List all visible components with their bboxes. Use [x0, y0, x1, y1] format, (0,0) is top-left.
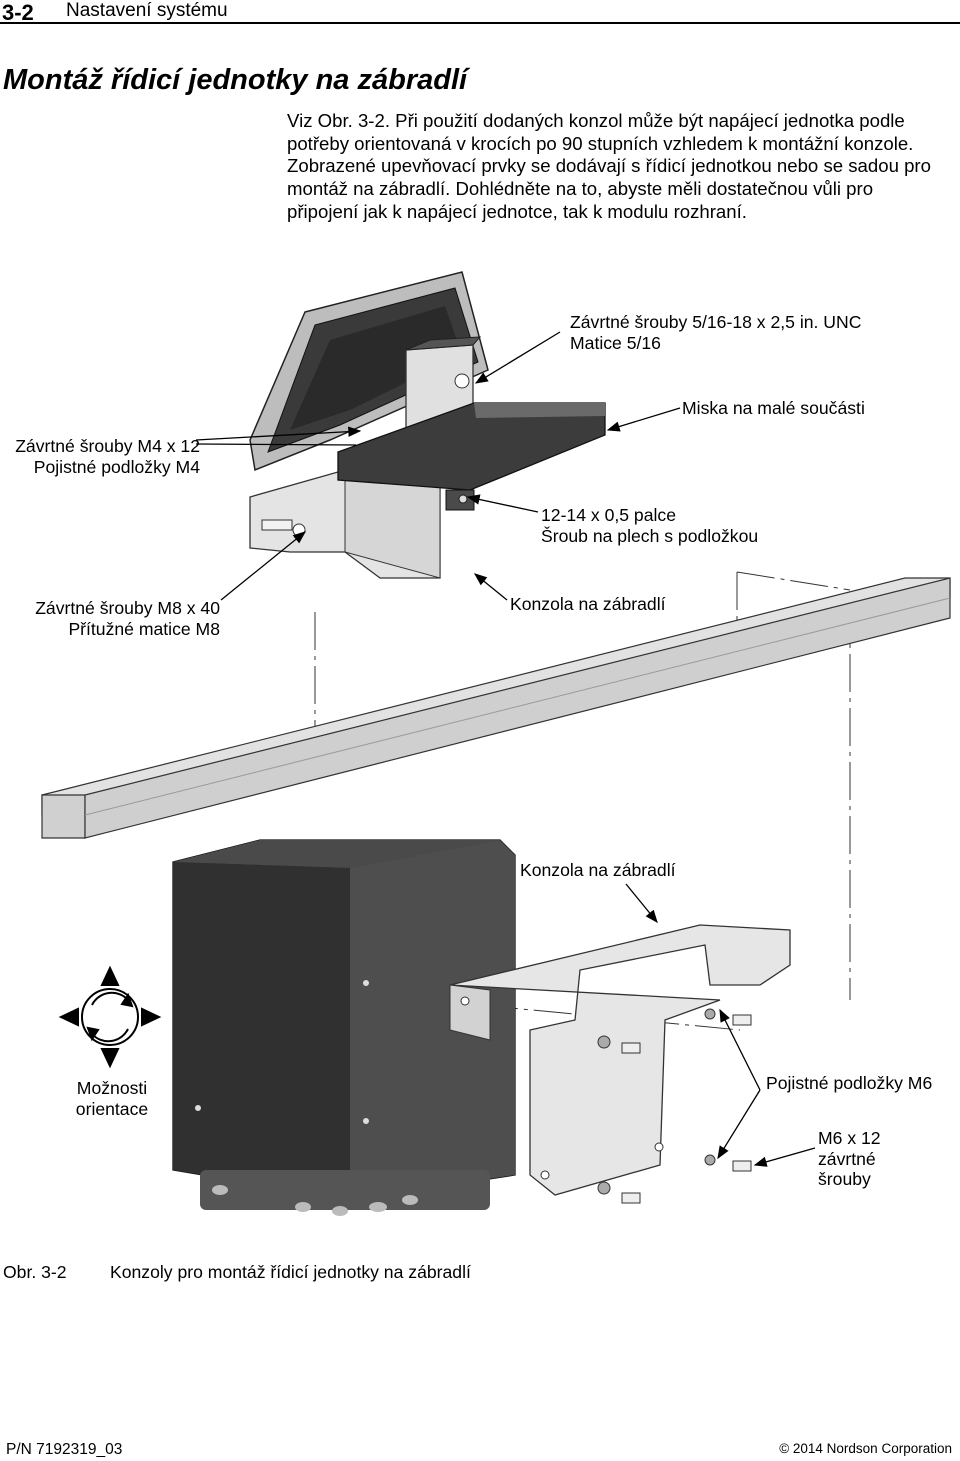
label-bolts-m6-line3: šrouby — [818, 1169, 871, 1189]
label-screw-line1: 12-14 x 0,5 palce — [541, 505, 676, 525]
part-number: P/N 7192319_03 — [6, 1441, 123, 1458]
lower-rail-bracket — [449, 924, 791, 1204]
label-bolts-m6-line2: závrtné — [818, 1148, 876, 1169]
label-orientation-line2: orientace — [75, 1098, 149, 1119]
figure-caption-number: Obr. 3-2 — [3, 1262, 67, 1282]
label-bolts-m8: Závrtné šrouby M8 x 40 Přítužné matice M… — [35, 598, 220, 639]
label-bolts-m4: Závrtné šrouby M4 x 12 Pojistné podložky… — [15, 436, 200, 477]
copyright: © 2014 Nordson Corporation — [779, 1441, 952, 1456]
section-number: 3-2 — [2, 0, 34, 25]
label-bolts-m4-line2: Pojistné podložky M4 — [33, 456, 200, 477]
label-orientation: Možnosti orientace — [60, 1078, 164, 1119]
section-header-title: Nastavení systému — [66, 0, 228, 21]
label-bolts-m6-line1: M6 x 12 — [818, 1128, 881, 1148]
label-bolts-516: Závrtné šrouby 5/16-18 x 2,5 in. UNC Mat… — [570, 312, 861, 353]
label-orientation-line1: Možnosti — [76, 1078, 148, 1098]
orientation-icon — [58, 965, 162, 1069]
label-bolts-516-line1: Závrtné šrouby 5/16-18 x 2,5 in. UNC — [570, 312, 862, 332]
instruction-paragraph: Viz Obr. 3-2. Při použití dodaných konzo… — [287, 110, 931, 222]
label-bolts-m4-line1: Závrtné šrouby M4 x 12 — [15, 436, 200, 456]
label-rail-bracket-upper: Konzola na zábradlí — [510, 594, 666, 614]
label-rail-bracket-lower: Konzola na zábradlí — [520, 860, 676, 880]
control-unit-display — [249, 271, 489, 472]
header-divider — [0, 22, 960, 24]
wall-bracket — [249, 469, 441, 579]
power-supply-unit — [172, 839, 516, 1216]
label-bolts-m8-line2: Přítužné matice M8 — [68, 618, 220, 639]
label-bolts-516-line2: Matice 5/16 — [570, 332, 661, 353]
parts-tray — [337, 402, 606, 511]
label-bolts-m6: M6 x 12 závrtné šrouby — [818, 1128, 881, 1190]
label-lock-washers-m6: Pojistné podložky M6 — [766, 1073, 933, 1093]
rail — [41, 577, 951, 839]
label-tray: Miska na malé součásti — [682, 398, 865, 418]
label-screw-line2: Šroub na plech s podložkou — [541, 525, 759, 546]
label-bolts-m8-line1: Závrtné šrouby M8 x 40 — [35, 598, 220, 618]
figure-caption-text: Konzoly pro montáž řídicí jednotky na zá… — [110, 1262, 471, 1282]
page-title: Montáž řídicí jednotky na zábradlí — [3, 64, 468, 96]
label-sheet-metal-screw: 12-14 x 0,5 palce Šroub na plech s podlo… — [541, 505, 758, 546]
